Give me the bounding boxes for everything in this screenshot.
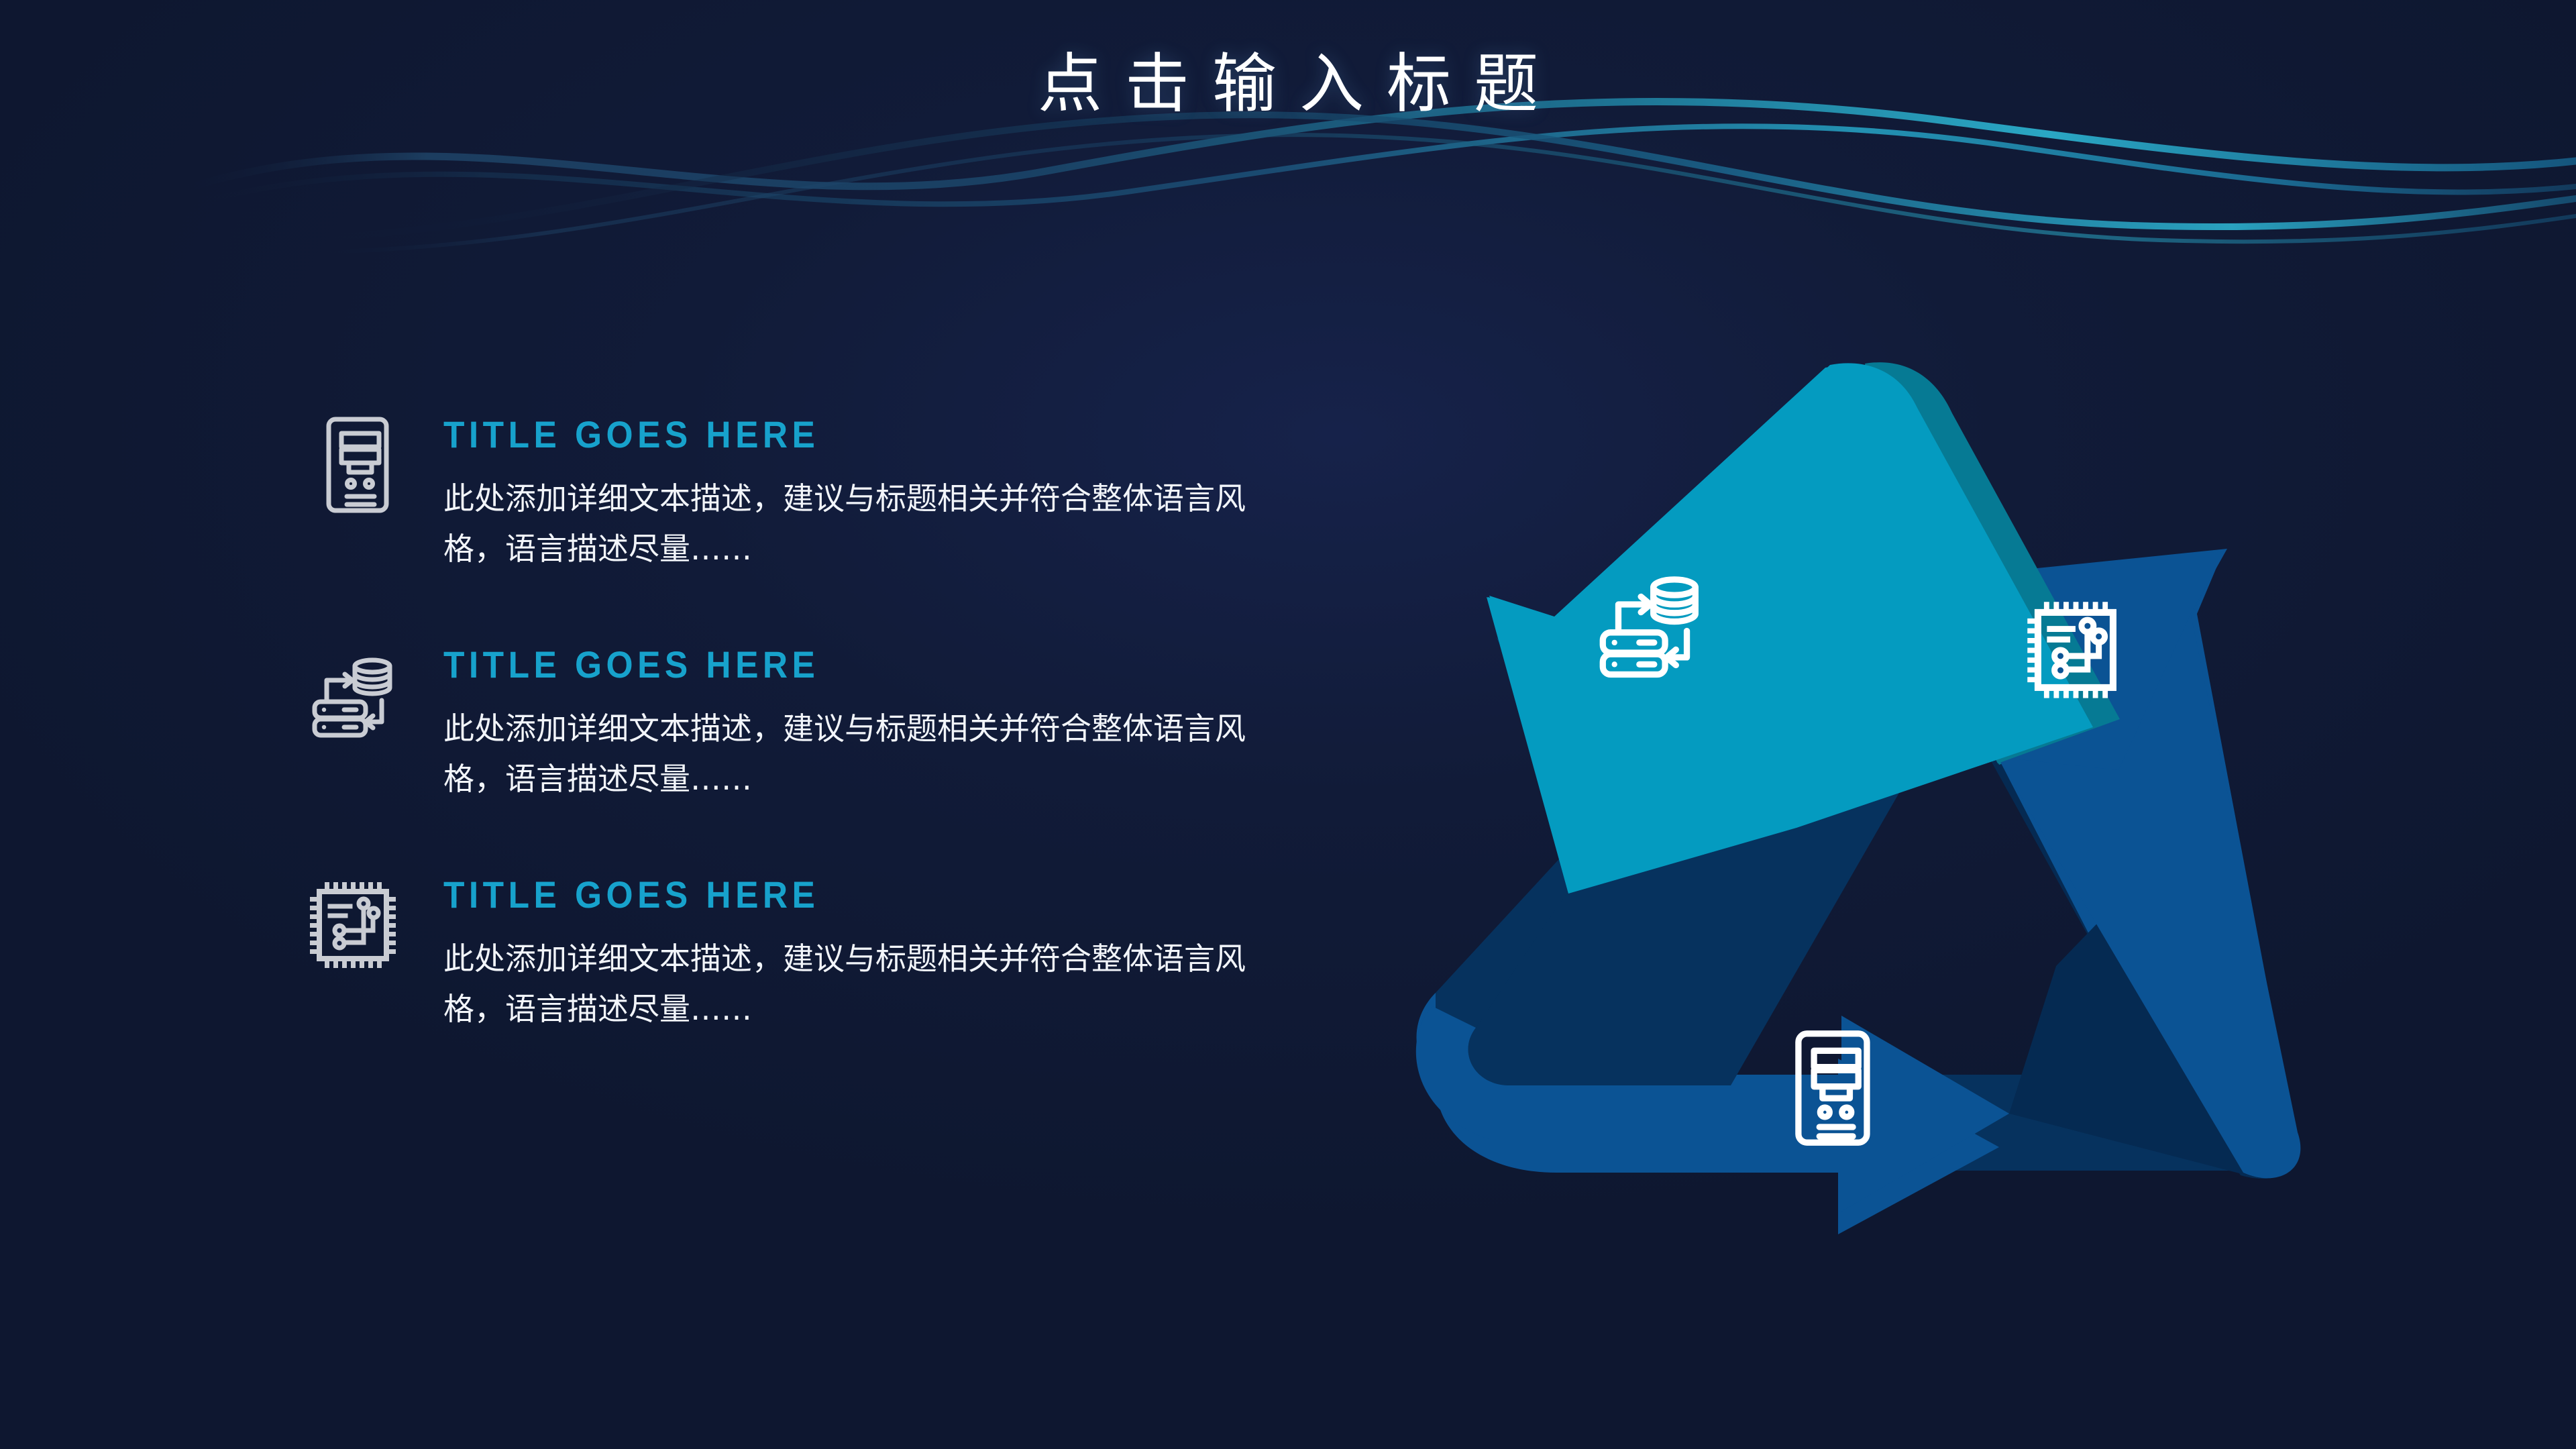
cpu-chip-icon bbox=[305, 871, 400, 975]
database-sync-icon bbox=[305, 641, 400, 745]
feature-description: 此处添加详细文本描述，建议与标题相关并符合整体语言风格，语言描述尽量…… bbox=[443, 710, 1246, 797]
feature-description: 此处添加详细文本描述，建议与标题相关并符合整体语言风格，语言描述尽量…… bbox=[443, 480, 1246, 567]
list-item[interactable]: TITLE GOES HERE 此处添加详细文本描述，建议与标题相关并符合整体语… bbox=[305, 411, 1392, 574]
recycle-triangle-diagram bbox=[1395, 349, 2308, 1234]
computer-tower-icon bbox=[305, 411, 400, 515]
list-item[interactable]: TITLE GOES HERE 此处添加详细文本描述，建议与标题相关并符合整体语… bbox=[305, 871, 1392, 1034]
feature-list: TITLE GOES HERE 此处添加详细文本描述，建议与标题相关并符合整体语… bbox=[305, 411, 1392, 1034]
feature-text-block: TITLE GOES HERE 此处添加详细文本描述，建议与标题相关并符合整体语… bbox=[443, 871, 1392, 1034]
feature-title: TITLE GOES HERE bbox=[443, 873, 820, 916]
computer-tower-icon bbox=[1795, 1030, 1870, 1146]
database-sync-icon bbox=[1599, 576, 1699, 678]
page-title: 点击输入标题 bbox=[1038, 48, 1561, 120]
feature-title: TITLE GOES HERE bbox=[443, 643, 820, 686]
feature-title: TITLE GOES HERE bbox=[443, 413, 820, 455]
list-item[interactable]: TITLE GOES HERE 此处添加详细文本描述，建议与标题相关并符合整体语… bbox=[305, 641, 1392, 804]
cpu-chip-icon bbox=[2027, 602, 2116, 698]
feature-text-block: TITLE GOES HERE 此处添加详细文本描述，建议与标题相关并符合整体语… bbox=[443, 641, 1392, 804]
feature-description: 此处添加详细文本描述，建议与标题相关并符合整体语言风格，语言描述尽量…… bbox=[443, 941, 1246, 1027]
feature-text-block: TITLE GOES HERE 此处添加详细文本描述，建议与标题相关并符合整体语… bbox=[443, 411, 1392, 574]
